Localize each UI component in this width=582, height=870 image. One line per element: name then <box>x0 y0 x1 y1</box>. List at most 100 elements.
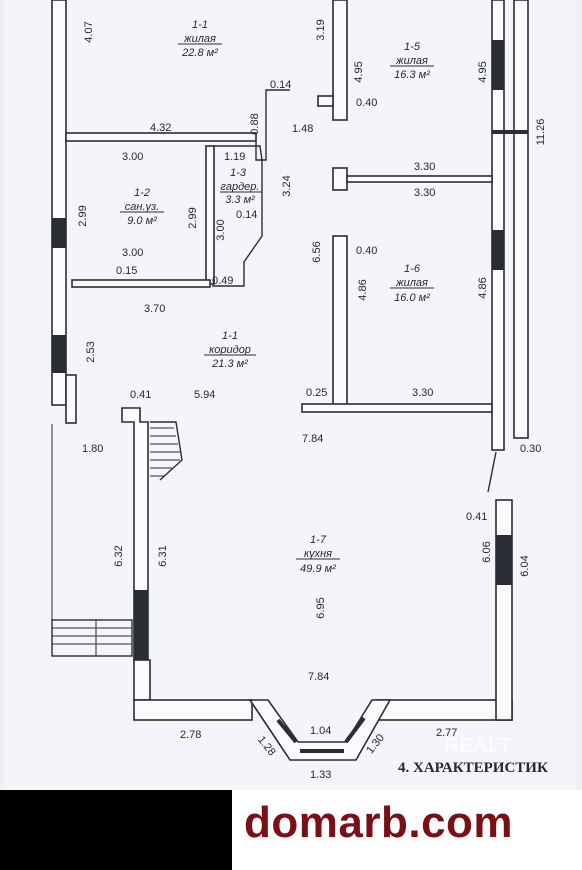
room-name: коридор <box>209 344 251 356</box>
wall-right-exterior <box>513 0 529 439</box>
dim-label: 3.30 <box>414 187 435 199</box>
room-1-7-label: 1-7 кухня 49.9 м² <box>300 534 336 575</box>
room-id: 1-1 <box>222 330 238 342</box>
staircase <box>150 421 183 481</box>
dim-label: 2.99 <box>77 205 89 226</box>
wall-kitchen-left <box>133 659 151 701</box>
dim-label: 3.00 <box>122 247 143 259</box>
dim-label: 6.32 <box>113 545 125 566</box>
window-kitchen-left <box>134 590 148 660</box>
room-area: 16.0 м² <box>394 292 430 304</box>
dim-label: 2.78 <box>180 729 201 741</box>
room-name: сан.уз. <box>125 201 159 213</box>
wall-kitchen-bottom-right <box>375 699 513 721</box>
footer-banner: domarb.com <box>0 790 582 870</box>
dim-label: 6.04 <box>519 555 531 576</box>
dim-label: 3.30 <box>414 161 435 173</box>
dim-label: 6.95 <box>315 597 327 618</box>
window-1-5 <box>492 40 504 90</box>
dim-label: 0.88 <box>249 113 261 134</box>
window-1-1 <box>52 335 66 373</box>
window-bay-left <box>276 718 298 744</box>
outer-steps <box>51 424 133 657</box>
wall-1-6-left <box>332 235 348 407</box>
room-area: 16.3 м² <box>394 69 430 81</box>
room-name: жилая <box>395 277 428 289</box>
room-id: 1-1 <box>192 19 208 31</box>
room-area: 21.3 м² <box>211 358 248 370</box>
wall-1-5-1-6-stub <box>332 167 348 191</box>
dim-label: 3.30 <box>412 387 433 399</box>
dim-label: 1.04 <box>310 725 331 737</box>
dim-label: 4.95 <box>477 61 489 82</box>
dim-label: 0.49 <box>212 275 233 287</box>
floor-plan-drawing: 1-1 жилая 22.8 м² 1-5 жилая 16.3 м² 1-2 … <box>51 0 548 781</box>
dim-label: 0.30 <box>520 443 541 455</box>
footer-white-block <box>232 790 582 870</box>
dim-label: 6.31 <box>157 545 169 566</box>
wall-1-2-1-3 <box>205 145 215 285</box>
room-1-3-label: 1-3 гардер. 3.3 м² <box>221 167 260 206</box>
dim-label: 6.56 <box>311 241 323 262</box>
dim-label: 2.99 <box>187 207 199 228</box>
room-id: 1-3 <box>230 167 247 179</box>
dim-label: 3.00 <box>215 219 227 240</box>
dim-label: 0.41 <box>466 511 487 523</box>
room-name: жилая <box>395 55 428 67</box>
dim-label: 11.26 <box>535 119 547 146</box>
dim-label: 0.25 <box>306 387 327 399</box>
room-name: жилая <box>183 33 216 45</box>
dim-label: 1.48 <box>292 123 313 135</box>
room-1-5-label: 1-5 жилая 16.3 м² <box>394 41 430 81</box>
dim-label: 0.40 <box>356 245 377 257</box>
window-kitchen-right <box>496 535 512 585</box>
room-area: 49.9 м² <box>300 563 336 575</box>
dim-label: 4.86 <box>357 279 369 300</box>
floor-plan-area: 1-1 жилая 22.8 м² 1-5 жилая 16.3 м² 1-2 … <box>0 0 582 790</box>
wall-right-inner <box>491 0 505 451</box>
dim-label: 3.00 <box>122 151 143 163</box>
door-swing <box>487 451 497 493</box>
window-bay-right <box>344 716 366 744</box>
wall-1-2-bottom <box>71 279 211 288</box>
dim-label: 3.70 <box>144 303 165 315</box>
wall-1-4-bottom <box>65 132 257 142</box>
footer-black-block <box>0 790 232 870</box>
dim-label: 0.40 <box>356 97 377 109</box>
dim-label: 0.14 <box>236 209 257 221</box>
wall-left-jog <box>65 374 77 424</box>
wall-1-4-1-5 <box>332 0 348 121</box>
wall-left-exterior <box>51 0 67 406</box>
dim-label: 4.95 <box>353 61 365 82</box>
room-area: 3.3 м² <box>225 194 255 206</box>
dim-label: 2.77 <box>436 727 457 739</box>
wall-kitchen-bottom-left <box>133 699 253 721</box>
window-1-5-top <box>492 130 528 134</box>
room-name: гардер. <box>221 181 260 193</box>
wall-1-6-bottom <box>301 403 493 413</box>
dim-label: 6.06 <box>481 541 493 562</box>
bay-window-wall <box>248 699 392 761</box>
dim-label: 4.07 <box>83 21 95 42</box>
dim-label: 0.41 <box>130 389 151 401</box>
dim-label: 4.86 <box>477 277 489 298</box>
room-area: 9.0 м² <box>127 215 157 227</box>
window-1-6 <box>492 230 504 270</box>
dim-label: 3.24 <box>281 175 293 196</box>
dim-label: 5.94 <box>194 389 215 401</box>
dim-label: 1.33 <box>310 769 331 781</box>
room-area: 22.8 м² <box>181 47 218 59</box>
room-id: 1-2 <box>134 187 150 199</box>
room-1-2-label: 1-2 сан.уз. 9.0 м² <box>125 187 159 227</box>
dim-label: 7.84 <box>302 433 323 445</box>
wall-1-3-outline <box>212 145 263 287</box>
wall-stub-0-88 <box>255 89 290 161</box>
watermark: REALT <box>444 735 512 757</box>
window-1-2 <box>52 218 66 248</box>
room-1-4-label: 1-1 жилая 22.8 м² <box>181 19 218 59</box>
room-id: 1-6 <box>404 263 421 275</box>
wall-1-5-1-6 <box>346 175 493 183</box>
dim-label: 1.80 <box>82 443 103 455</box>
wall-kitchen-right <box>495 499 513 721</box>
site-logo[interactable]: domarb.com <box>244 798 514 847</box>
